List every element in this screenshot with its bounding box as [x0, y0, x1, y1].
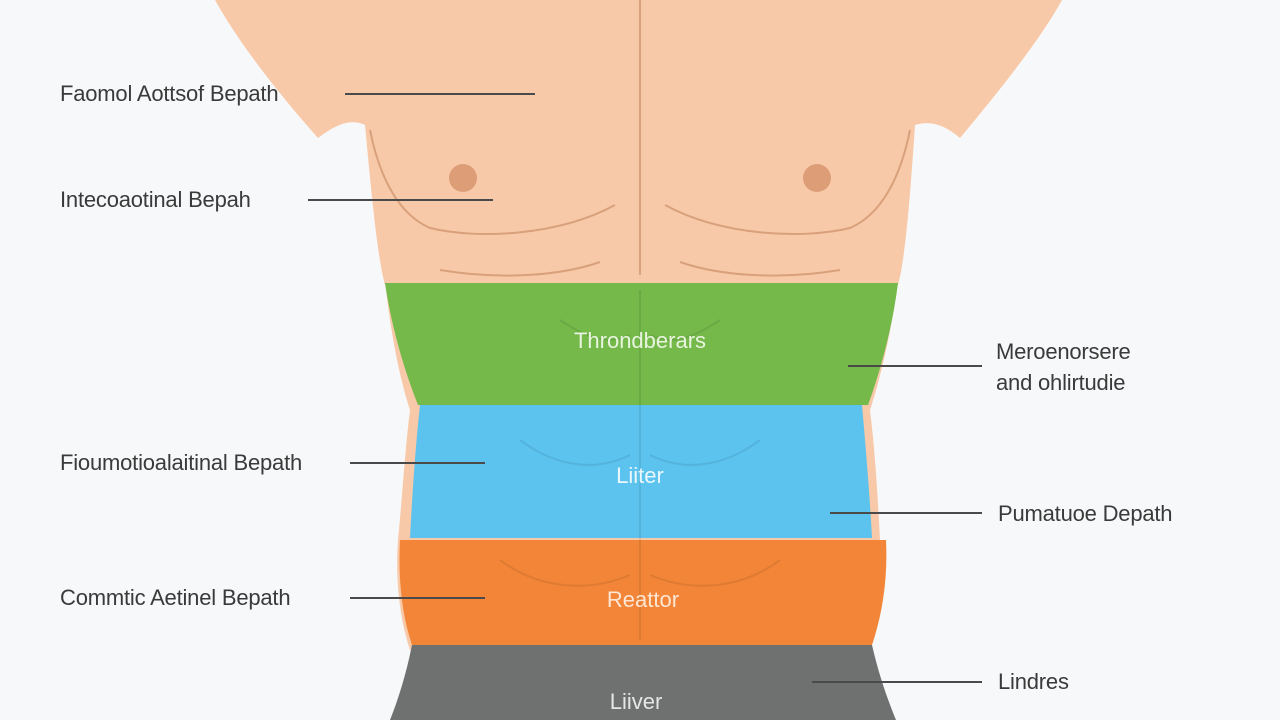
callout-right-1-line1: Meroenorsere [996, 339, 1131, 364]
callout-left-1: Faomol Aottsof Bepath [60, 81, 279, 106]
torso-skin [215, 0, 1062, 285]
callout-right-2: Pumatuoe Depath [998, 501, 1173, 526]
band-label-gray: Liiver [610, 689, 663, 714]
band-label-blue: Liiter [616, 463, 664, 488]
left-nipple [449, 164, 477, 192]
band-label-green: Throndberars [574, 328, 706, 353]
callout-right-3: Lindres [998, 669, 1069, 694]
callout-left-4: Commtic Aetinel Bepath [60, 585, 291, 610]
chest-contours [369, 0, 911, 277]
abdominal-contours [499, 290, 781, 640]
callout-right-1-line2: and ohlirtudie [996, 370, 1126, 395]
band-gray [390, 645, 896, 720]
band-orange [399, 540, 887, 645]
band-label-orange: Reattor [607, 587, 679, 612]
band-blue [410, 405, 872, 538]
callout-left-3: Fioumotioalaitinal Bepath [60, 450, 303, 475]
leader-lines [308, 93, 982, 683]
callout-right-1: Meroenorsere and ohlirtudie [996, 336, 1131, 398]
callout-left-2: Intecoaotinal Bepah [60, 187, 251, 212]
band-green [385, 283, 898, 405]
right-nipple [803, 164, 831, 192]
